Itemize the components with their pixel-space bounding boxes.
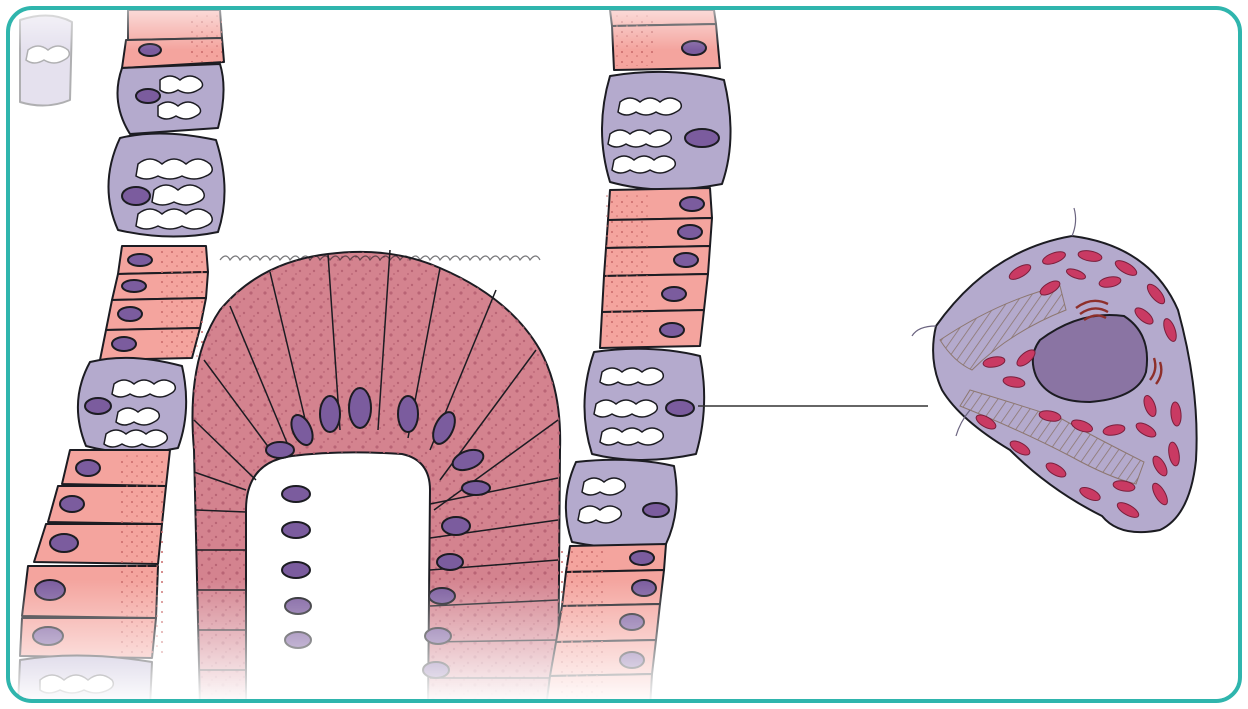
nucleus (662, 287, 686, 301)
nucleus (60, 496, 84, 512)
central-villus (192, 250, 560, 703)
nucleus (643, 503, 669, 517)
nucleus (660, 323, 684, 337)
granules (558, 550, 604, 703)
epithelium-illustration (10, 10, 1242, 703)
nucleus (630, 551, 654, 565)
nucleus (666, 400, 694, 416)
nucleus (674, 253, 698, 267)
granules (118, 454, 164, 654)
nucleus (128, 254, 152, 266)
nucleus (680, 197, 704, 211)
parietal-cell (118, 64, 224, 134)
nucleus (139, 44, 161, 56)
figure-frame (6, 6, 1242, 703)
nucleus (685, 129, 719, 147)
nucleus (620, 614, 644, 630)
granules (614, 14, 654, 66)
nucleus (50, 534, 78, 552)
nucleus (122, 280, 146, 292)
left-epithelium (18, 10, 225, 703)
nucleus (678, 225, 702, 239)
granules (188, 14, 222, 62)
villus-granules (192, 252, 560, 703)
nucleus (118, 307, 142, 321)
granules (160, 250, 204, 358)
right-epithelium (546, 10, 731, 703)
nucleus (33, 627, 63, 645)
nucleus (112, 337, 136, 351)
parietal-cell-detail (912, 208, 1197, 532)
nucleus (136, 89, 160, 103)
nucleus (620, 652, 644, 668)
nucleus (682, 41, 706, 55)
nucleus (122, 187, 150, 205)
nucleus (85, 398, 111, 414)
faded-cell (20, 15, 72, 105)
nucleus (76, 460, 100, 476)
nucleus (35, 580, 65, 600)
granules (606, 194, 650, 344)
nucleus (632, 580, 656, 596)
